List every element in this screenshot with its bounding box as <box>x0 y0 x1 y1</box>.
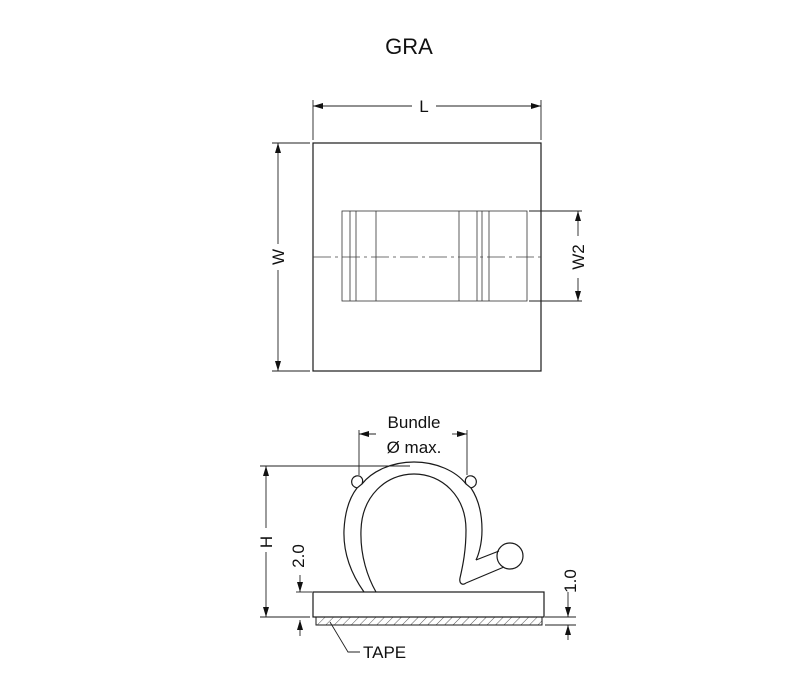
tape-label: TAPE <box>363 643 406 662</box>
clip-outline <box>341 210 528 302</box>
adhesive-tape <box>315 616 543 626</box>
clip-offset-label: 2.0 <box>289 544 308 568</box>
bundle-dimension <box>358 430 468 475</box>
height-dimension: H <box>257 465 410 618</box>
top-view: L W W2 <box>269 97 588 372</box>
latch-ball <box>496 542 524 570</box>
width-label: W <box>269 249 288 265</box>
length-dimension: L <box>312 97 542 140</box>
height-label: H <box>257 536 276 548</box>
base-thickness-label: 1.0 <box>561 569 580 593</box>
clip-body <box>343 461 524 593</box>
base-plate <box>312 591 545 618</box>
inner-width-dimension: W2 <box>529 210 588 302</box>
tape-callout: TAPE <box>329 621 406 662</box>
clip-offset-dimension: 2.0 <box>289 544 312 636</box>
width-dimension: W <box>269 142 310 372</box>
side-view: Bundle Ø max. <box>257 413 580 662</box>
base-thickness-dimension: 1.0 <box>545 569 580 640</box>
bundle-diameter-label: Ø max. <box>387 438 442 457</box>
inner-width-label: W2 <box>569 244 588 270</box>
bundle-label: Bundle <box>388 413 441 432</box>
drawing-title: GRA <box>385 34 433 59</box>
length-label: L <box>419 97 428 116</box>
clip-detail-lines <box>349 211 490 301</box>
